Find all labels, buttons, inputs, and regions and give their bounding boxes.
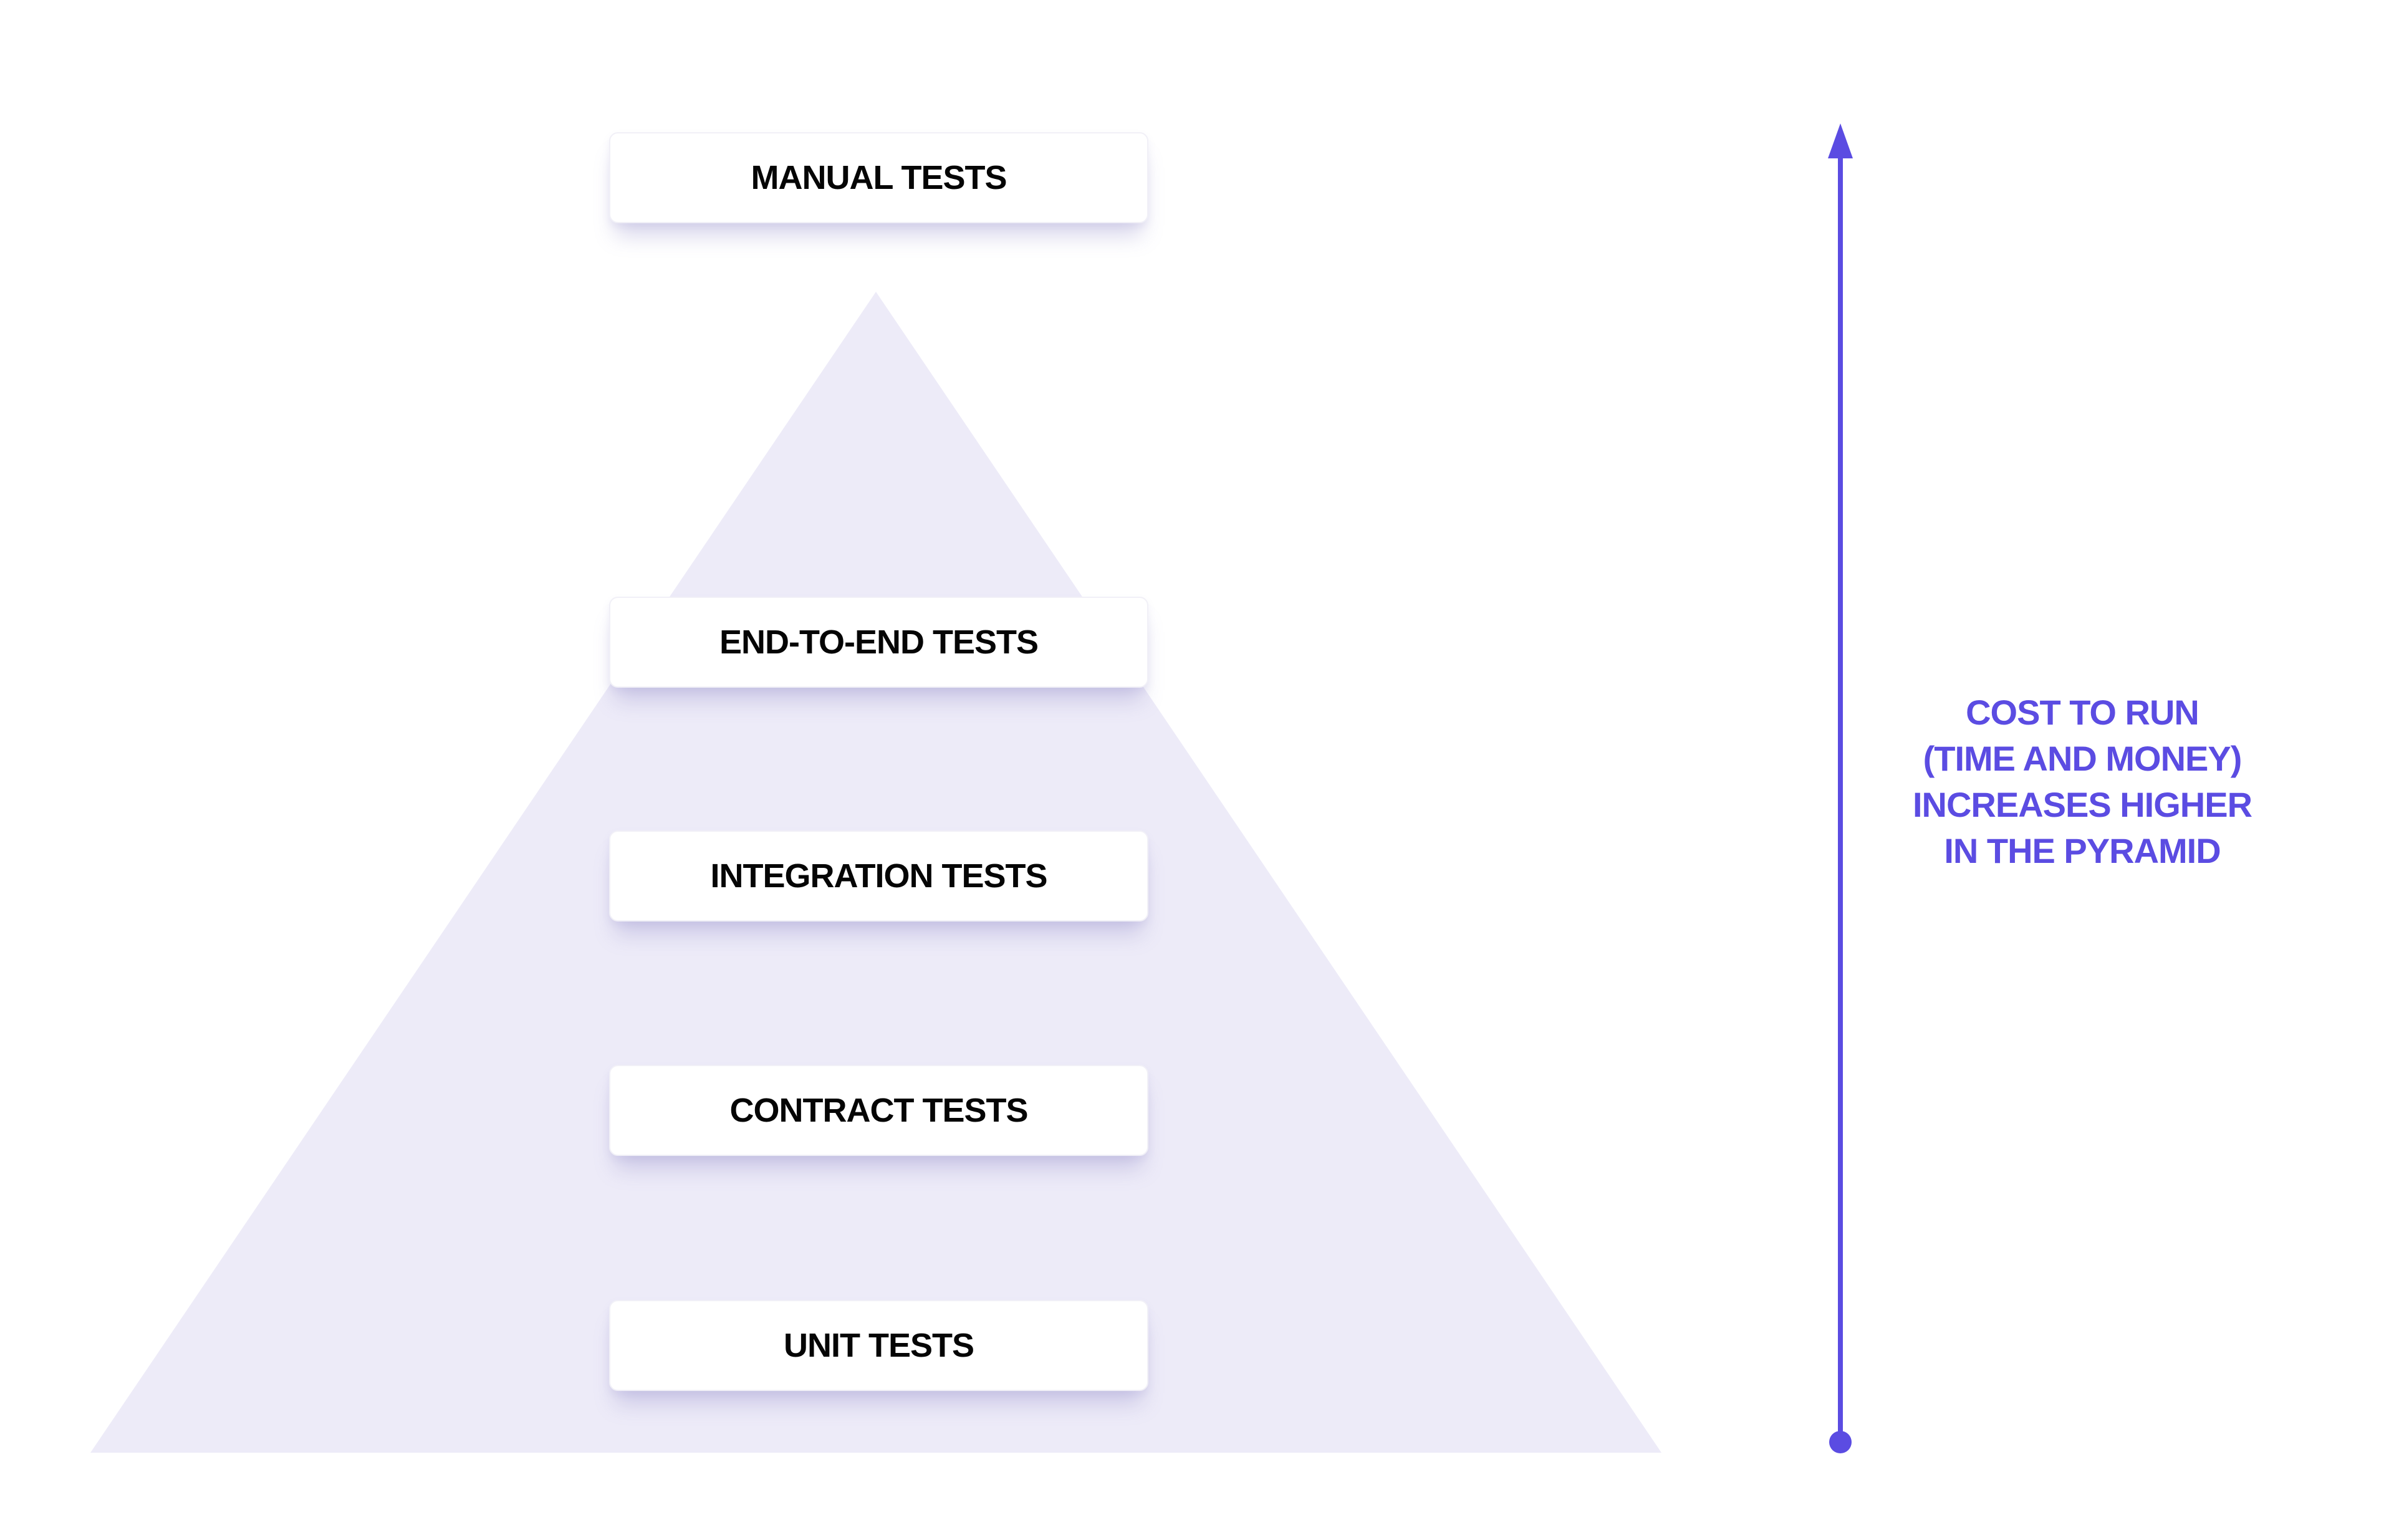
cost-annotation-line: COST TO RUN xyxy=(1966,693,2199,732)
pyramid-level-manual-tests: MANUAL TESTS xyxy=(609,132,1148,223)
pyramid-level-end-to-end-tests: END-TO-END TESTS xyxy=(609,597,1148,688)
cost-annotation-line: IN THE PYRAMID xyxy=(1944,831,2221,870)
pyramid-level-label: INTEGRATION TESTS xyxy=(710,857,1047,895)
pyramid-level-unit-tests: UNIT TESTS xyxy=(609,1300,1148,1391)
pyramid-level-label: END-TO-END TESTS xyxy=(719,623,1039,661)
cost-annotation: COST TO RUN (TIME AND MONEY) INCREASES H… xyxy=(1895,690,2269,874)
pyramid-level-label: CONTRACT TESTS xyxy=(729,1092,1029,1129)
arrow-origin-dot xyxy=(1829,1431,1852,1453)
arrow-line xyxy=(1838,150,1843,1441)
pyramid-level-integration-tests: INTEGRATION TESTS xyxy=(609,830,1148,922)
pyramid-level-contract-tests: CONTRACT TESTS xyxy=(609,1065,1148,1156)
cost-annotation-line: (TIME AND MONEY) xyxy=(1923,739,2243,778)
cost-annotation-line: INCREASES HIGHER xyxy=(1912,785,2252,824)
pyramid-level-label: UNIT TESTS xyxy=(783,1327,974,1364)
pyramid-level-label: MANUAL TESTS xyxy=(751,159,1007,196)
